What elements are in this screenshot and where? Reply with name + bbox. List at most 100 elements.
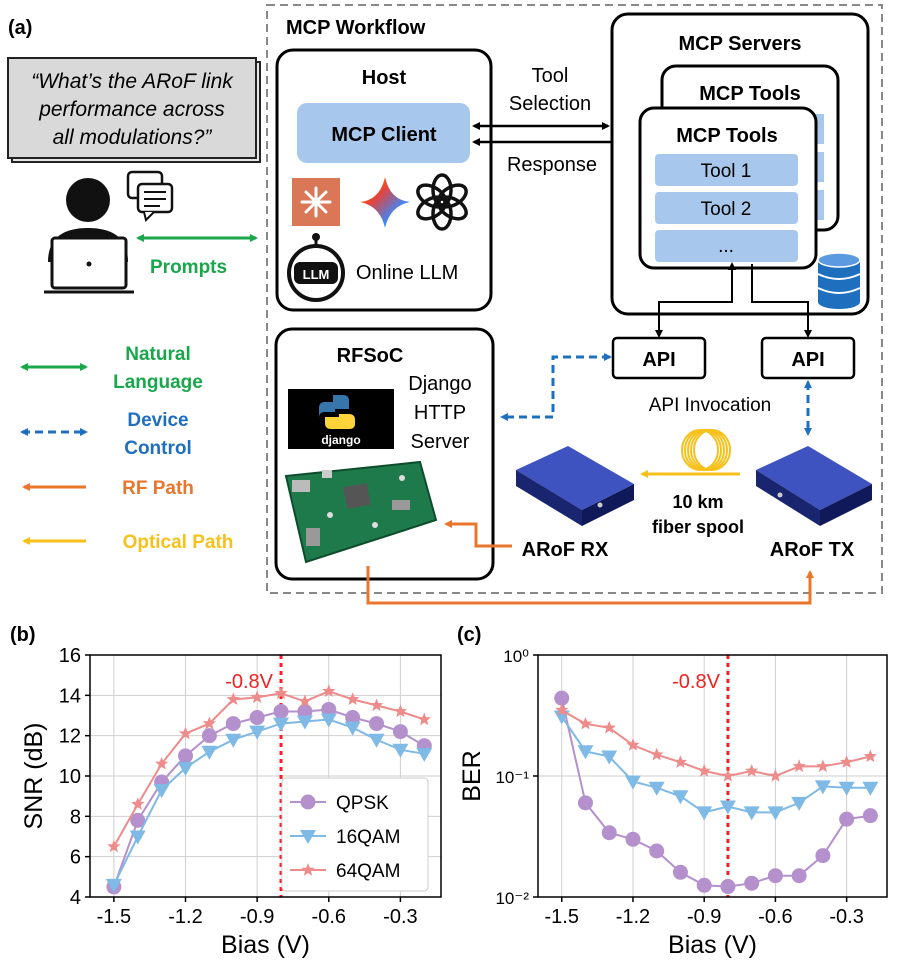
- fiber-line2: fiber spool: [652, 517, 744, 537]
- legend-rf-path-label: RF Path: [122, 478, 194, 499]
- arof-tx-label: ARoF TX: [770, 539, 855, 561]
- series-qpsk-point: [201, 728, 217, 744]
- series-64qam-point: [178, 726, 193, 740]
- series-qpsk-point: [392, 724, 408, 740]
- series-16qam-point: [553, 710, 570, 725]
- response-label: Response: [507, 154, 597, 176]
- series-16qam-point: [416, 747, 433, 762]
- django-line2: HTTP: [414, 402, 466, 424]
- series-qpsk-point: [767, 868, 783, 884]
- django-line3: Server: [411, 431, 470, 453]
- y-tick-label: 10⁻²: [495, 889, 529, 908]
- y-tick-label: 16: [59, 645, 81, 667]
- y-tick-label: 14: [59, 685, 81, 707]
- claude-logo-icon: [292, 178, 340, 226]
- y-tick-label: 4: [70, 887, 81, 909]
- x-tick-label: -1.5: [545, 906, 579, 928]
- x-tick-label: -1.2: [616, 906, 650, 928]
- database-icon: [817, 252, 861, 309]
- openai-logo-icon: [416, 173, 468, 231]
- series-qpsk-point: [577, 795, 593, 811]
- series-64qam-point: [131, 797, 145, 810]
- series-64qam-point: [346, 692, 360, 705]
- django-line1: Django: [408, 373, 471, 395]
- legend-qpsk-marker: [300, 794, 316, 810]
- series-64qam-point: [792, 759, 806, 773]
- series-qpsk-point: [672, 864, 688, 880]
- series-qpsk-point: [178, 748, 194, 764]
- y-axis-label: SNR (dB): [20, 723, 48, 830]
- user-laptop-icon: [44, 178, 134, 294]
- legend-device-control-line2: Control: [124, 438, 192, 459]
- series-qpsk-point: [273, 703, 289, 719]
- series-16qam-point: [249, 725, 266, 740]
- bias-marker-label: -0.8V: [672, 671, 720, 693]
- series-16qam-point: [648, 781, 665, 796]
- x-tick-label: -0.3: [829, 906, 863, 928]
- chat-bubble-icon: [126, 170, 174, 222]
- y-axis-label: BER: [458, 750, 486, 801]
- rfsoc-board-image: [284, 460, 438, 564]
- x-tick-label: -0.6: [312, 906, 346, 928]
- series-16qam-line: [560, 715, 871, 814]
- arof-rx-label: ARoF RX: [522, 539, 609, 561]
- query-line-1: “What’s the ARoF link: [31, 70, 234, 93]
- query-box: “What’s the ARoF link performance across…: [7, 57, 261, 163]
- series-64qam-point: [226, 692, 240, 705]
- series-64qam-point: [250, 690, 264, 703]
- series-64qam-point: [816, 759, 830, 773]
- series-16qam-point: [601, 750, 618, 765]
- mcp-workflow-title: MCP Workflow: [286, 17, 426, 39]
- django-logo-text: django: [321, 433, 360, 447]
- series-qpsk-point: [297, 703, 313, 719]
- series-64qam-point: [578, 716, 593, 730]
- series-qpsk-point: [791, 868, 807, 884]
- mcp-client-label: MCP Client: [331, 124, 437, 146]
- legend-64qam-marker: [301, 863, 315, 876]
- gemini-logo-icon: [360, 177, 410, 228]
- x-tick-label: -1.2: [168, 906, 202, 928]
- series-16qam-point: [696, 806, 713, 821]
- series-16qam-point: [767, 806, 784, 821]
- series-qpsk-point: [720, 879, 736, 895]
- legend-natural-language-line2: Language: [113, 372, 203, 393]
- y-tick-label: 12: [59, 726, 81, 748]
- legend-64qam-label: 64QAM: [336, 861, 400, 882]
- series-16qam-point: [105, 878, 122, 893]
- tools-to-api-left-arrow: [655, 262, 736, 338]
- series-16qam-point: [296, 715, 313, 730]
- panel-label-c: (c): [457, 624, 481, 646]
- fiber-spool-icon: [681, 429, 731, 471]
- legend-device-control-line1: Device: [127, 410, 188, 431]
- path-legend: Natural Language Device Control RF Path …: [20, 344, 233, 553]
- tool-selection-line2: Selection: [509, 93, 591, 115]
- tool-more-box: [655, 230, 798, 262]
- chart-legend-box: [281, 777, 429, 892]
- series-16qam-point: [201, 745, 218, 760]
- series-64qam-point: [745, 764, 759, 777]
- series-64qam-point: [768, 769, 783, 782]
- panel-label-a: (a): [8, 17, 32, 39]
- api-right-label: API: [791, 349, 824, 371]
- x-axis-label: Bias (V): [221, 931, 310, 959]
- series-16qam-point: [814, 780, 831, 795]
- series-16qam-point: [672, 790, 689, 805]
- host-title: Host: [362, 67, 407, 89]
- llm-badge-icon: LLM: [287, 233, 345, 302]
- series-16qam-point: [862, 781, 879, 796]
- series-qpsk-point: [625, 831, 641, 847]
- arof-tx-device: [756, 446, 872, 526]
- series-64qam-point: [107, 839, 121, 853]
- series-qpsk-point: [369, 716, 385, 732]
- x-tick-label: -0.3: [383, 906, 417, 928]
- tool-1-box: [655, 154, 798, 186]
- query-line-2: performance across: [38, 98, 225, 121]
- series-64qam-point: [863, 749, 877, 763]
- series-qpsk-point: [321, 701, 337, 717]
- series-qpsk-point: [696, 877, 712, 893]
- series-64qam-point: [721, 769, 735, 782]
- api-left-box: [611, 336, 707, 380]
- series-16qam-point: [368, 733, 385, 748]
- series-64qam-point: [322, 684, 336, 697]
- x-tick-label: -0.9: [687, 906, 721, 928]
